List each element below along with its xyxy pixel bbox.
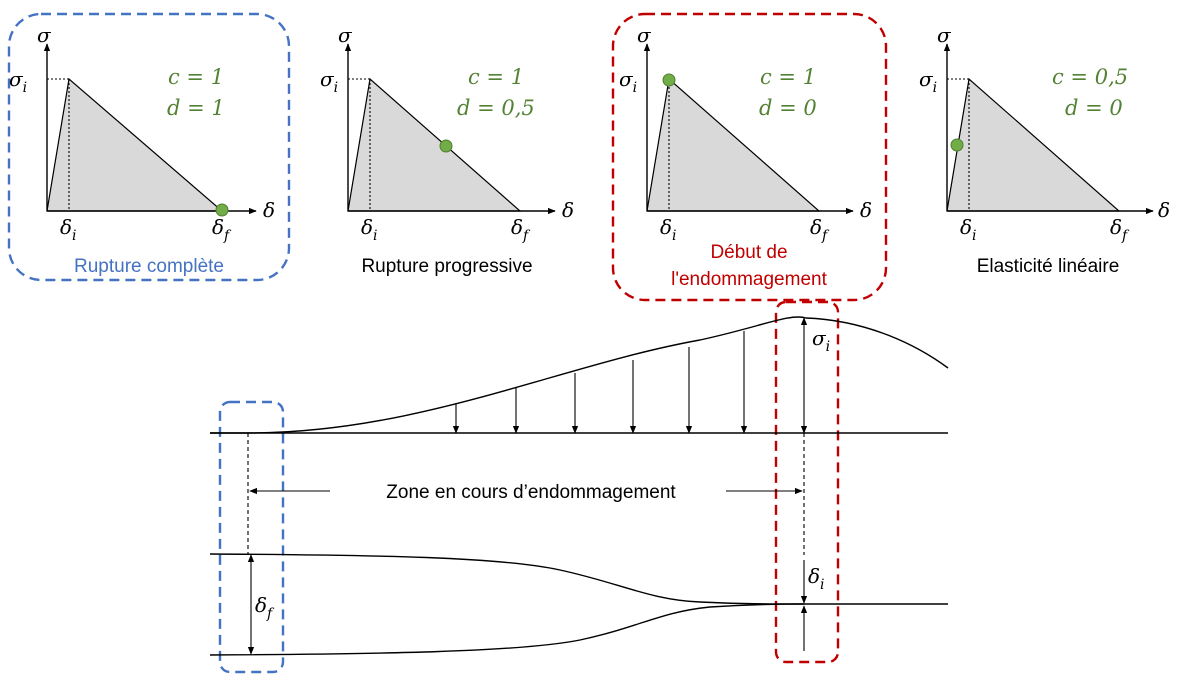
state-point	[950, 138, 964, 152]
delta-i-label: δi	[361, 215, 378, 244]
sigma-i-label: σi	[9, 67, 27, 96]
c-value: c = 1	[760, 65, 816, 89]
upper-crack-face	[209, 553, 948, 605]
delta-f-label: δf	[511, 215, 531, 244]
caption-elasticite-lineaire: Elasticité linéaire	[977, 256, 1120, 277]
sigma-axis-label: σ	[37, 23, 52, 47]
caption-debut-line2: l'endommagement	[671, 269, 827, 290]
caption-rupture-complete: Rupture complète	[74, 256, 224, 277]
state-point	[215, 203, 229, 217]
delta-axis-label: δ	[263, 198, 275, 222]
delta-axis-label: δ	[562, 198, 574, 222]
highlight-box-blue-tip	[218, 400, 285, 674]
zone-label: Zone en cours d’endommagement	[386, 482, 676, 503]
lower-crack-face	[209, 603, 805, 656]
delta-f-label: δf	[810, 215, 830, 244]
delta-f-label: δf	[212, 215, 232, 244]
cohesive-zone-schematic: σi Zone en cours d’endommagement δf δi	[209, 300, 949, 674]
sigma-i-label: σi	[919, 67, 937, 96]
delta-i-label: δi	[960, 215, 977, 244]
panel-rupture-progressive: σ δ σi δi δf c = 1 d = 0,5 Rupture progr…	[320, 23, 574, 277]
sigma-axis-label: σ	[637, 23, 652, 47]
delta-f-label: δf	[1110, 215, 1130, 244]
sigma-axis-label: σ	[338, 23, 353, 47]
d-value: d = 1	[167, 96, 225, 120]
d-value: d = 0	[759, 96, 817, 120]
panel-debut-endommagement: σ δ σi δi δf c = 1 d = 0 Début de l'endo…	[611, 12, 888, 302]
d-value: d = 0,5	[457, 96, 535, 120]
highlight-box-blue	[7, 12, 291, 282]
sigma-i-peak-label: σi	[812, 326, 830, 355]
c-value: c = 1	[168, 65, 224, 89]
delta-axis-label: δ	[860, 198, 872, 222]
sigma-i-label: σi	[320, 67, 338, 96]
delta-i-opening-label: δi	[808, 564, 825, 593]
c-value: c = 1	[468, 65, 524, 89]
d-value: d = 0	[1065, 96, 1123, 120]
stress-distribution-curve	[210, 316, 949, 434]
delta-i-label: δi	[660, 215, 677, 244]
highlight-box-red-tip	[774, 300, 840, 664]
delta-i-label: δi	[60, 215, 77, 244]
c-value: c = 0,5	[1052, 65, 1128, 89]
panel-rupture-complete: σ δ σi δi δf c = 1 d = 1 Rupture complèt…	[7, 12, 291, 282]
sigma-i-label: σi	[619, 67, 637, 96]
caption-rupture-progressive: Rupture progressive	[361, 256, 532, 277]
delta-axis-label: δ	[1158, 198, 1170, 222]
panel-elasticite-lineaire: σ δ σi δi δf c = 0,5 d = 0 Elasticité li…	[919, 23, 1170, 277]
delta-f-opening-label: δf	[255, 593, 275, 622]
state-point	[662, 73, 676, 87]
state-point	[439, 139, 453, 153]
caption-debut-line1: Début de	[710, 242, 787, 263]
sigma-axis-label: σ	[937, 23, 952, 47]
highlight-box-red	[611, 12, 888, 302]
